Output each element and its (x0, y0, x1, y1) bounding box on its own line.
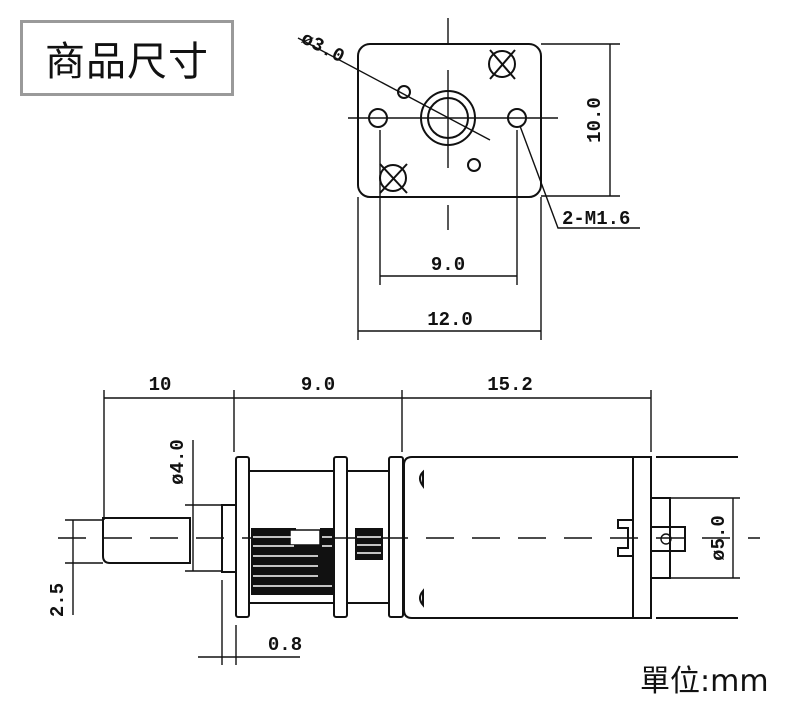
small-hole (397, 85, 411, 99)
shaft-boss (420, 90, 476, 146)
vent-mark (419, 469, 424, 490)
leader-line (519, 125, 640, 229)
terminal-hole (660, 533, 672, 545)
output-shaft (102, 517, 191, 564)
boss-diameter-label: ø5.0 (708, 515, 730, 561)
motor-length-label: 15.2 (487, 374, 533, 396)
height-label: 10.0 (584, 97, 606, 143)
leader-line (297, 37, 491, 141)
cross-mark-icon (379, 163, 408, 194)
small-hole (467, 158, 481, 172)
front-view: ø3.0 10.0 2-M1.6 9.0 12.0 (297, 18, 640, 340)
mount-hole-left (368, 108, 388, 128)
flange-thickness-label: 0.8 (268, 634, 302, 656)
vent-mark (419, 588, 424, 608)
gearbox-length-label: 9.0 (301, 374, 335, 396)
shaft-flat-label: 2.5 (47, 583, 69, 617)
rear-boss (650, 526, 686, 552)
terminal-tab (617, 519, 633, 557)
mount-hole-right (507, 108, 527, 128)
title: 商品尺寸 (45, 39, 209, 85)
motor-body (403, 456, 652, 619)
title-box: 商品尺寸 (20, 20, 234, 96)
shaft-length-label: 10 (149, 374, 172, 396)
cross-mark-icon (488, 49, 516, 80)
bushing (221, 504, 237, 573)
hole-spacing-label: 9.0 (431, 254, 465, 276)
thread-callout-label: 2-M1.6 (562, 208, 630, 230)
flange (235, 456, 250, 618)
width-label: 12.0 (427, 309, 473, 331)
bushing-diameter-label: ø4.0 (167, 439, 189, 485)
gear-train (251, 528, 383, 595)
shaft-circle (427, 97, 469, 139)
flange (388, 456, 404, 618)
side-view: 10 9.0 15.2 ø4.0 2.5 0.8 ø5.0 (47, 374, 760, 665)
mounting-plate (357, 43, 542, 198)
unit-label: 單位:mm (640, 664, 769, 699)
flange (333, 456, 348, 618)
shaft-diameter-label: ø3.0 (297, 28, 348, 68)
